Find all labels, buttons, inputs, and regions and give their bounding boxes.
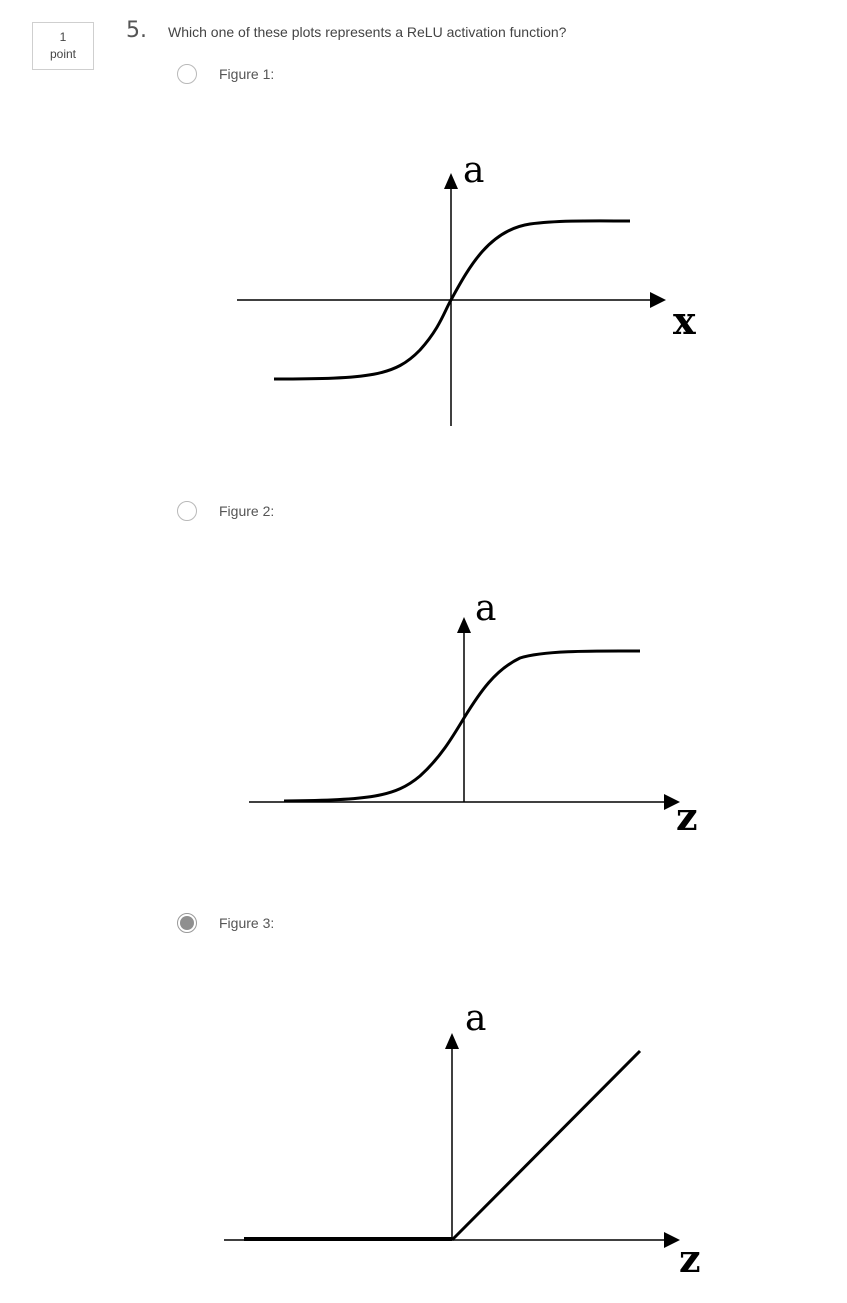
option-figure-2[interactable]: Figure 2: [177, 501, 274, 521]
figure-1-y-arrow-icon [444, 173, 458, 189]
figure-3-x-label: z [679, 1236, 701, 1281]
points-badge: 1 point [32, 22, 94, 70]
figure-2-y-label: a [475, 588, 496, 629]
option-label-figure-1: Figure 1: [219, 66, 275, 82]
figure-2-x-arrow-icon [664, 794, 680, 810]
figure-2-x-label: z [676, 794, 698, 839]
figure-3-relu-ramp [450, 1049, 642, 1242]
question-number: 5. [126, 18, 147, 43]
radio-button-figure-3[interactable] [177, 913, 197, 933]
question-text: Which one of these plots represents a Re… [168, 24, 567, 40]
figure-2-curve [283, 649, 641, 803]
figure-1-y-label: a [463, 150, 484, 191]
radio-selected-dot [180, 916, 194, 930]
figure-2-sigmoid-plot: a z [249, 588, 698, 839]
figure-1-curve [273, 219, 631, 381]
figure-1-tanh-plot: a x [237, 150, 696, 426]
points-label: point [49, 47, 77, 61]
option-figure-1[interactable]: Figure 1: [177, 64, 274, 84]
radio-button-figure-1[interactable] [177, 64, 197, 84]
figure-1-x-arrow-icon [650, 292, 666, 308]
figure-3-y-label: a [465, 998, 486, 1039]
figure-1-x-label: x [673, 298, 696, 343]
figure-2-y-arrow-icon [457, 617, 471, 633]
figure-3-x-arrow-icon [664, 1232, 680, 1248]
figure-3-relu-plot: a z [224, 998, 701, 1281]
option-figure-3[interactable]: Figure 3: [177, 913, 274, 933]
option-label-figure-2: Figure 2: [219, 503, 275, 519]
figure-3-y-arrow-icon [445, 1033, 459, 1049]
radio-button-figure-2[interactable] [177, 501, 197, 521]
option-label-figure-3: Figure 3: [219, 915, 275, 931]
points-value: 1 [59, 30, 67, 44]
